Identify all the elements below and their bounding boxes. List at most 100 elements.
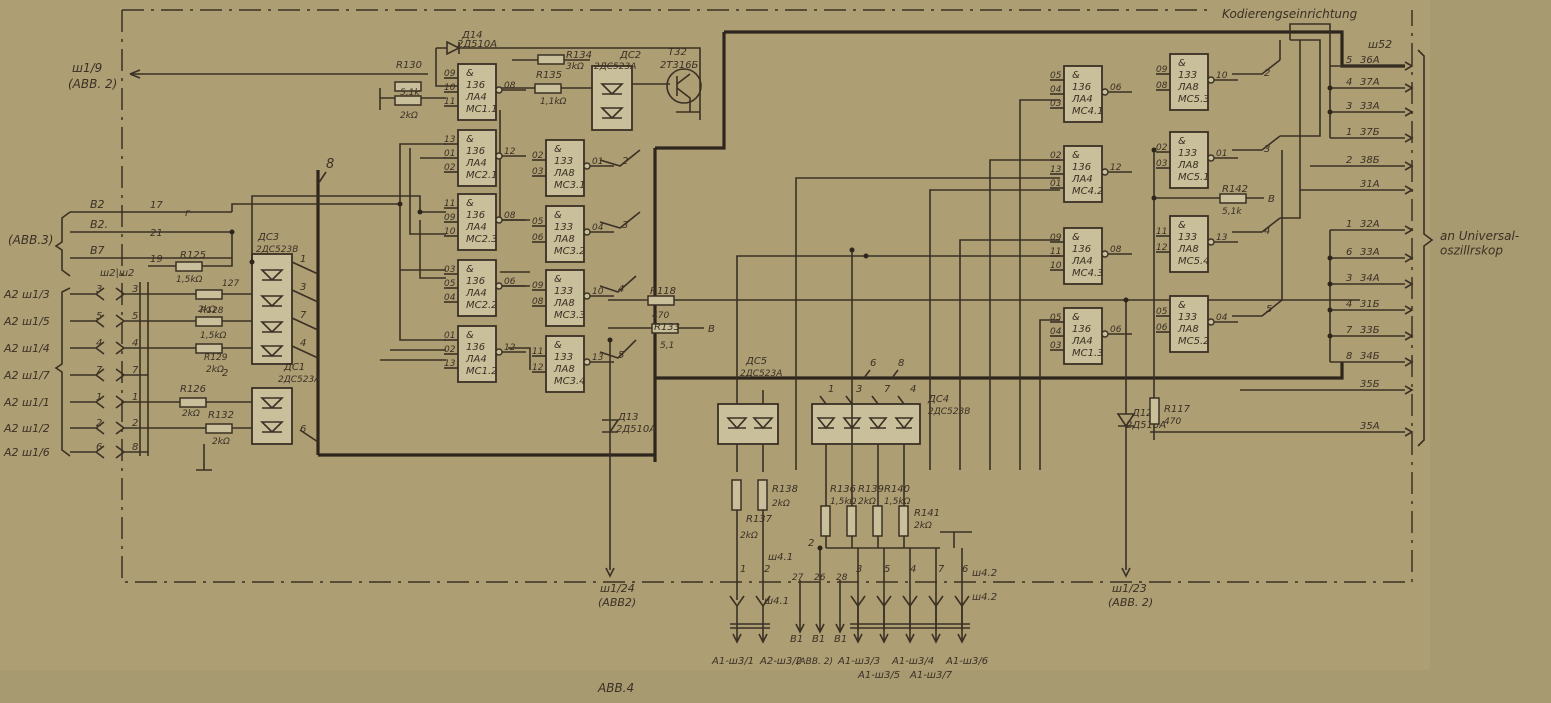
input-label-6: A2 ш1/2 (3, 422, 50, 435)
gate-text-l4: MC1.1 (466, 104, 498, 115)
gate-text-l2: 136 (1072, 162, 1091, 173)
gate-input-pin: 01 (1050, 179, 1061, 189)
dc5-label: ДС5 (745, 356, 767, 367)
d14-label: Д14 (461, 30, 483, 41)
gate-text-l1: & (466, 68, 474, 79)
gate-input-pin: 02 (444, 163, 456, 173)
gate-text-l4: MC4.1 (1072, 106, 1104, 117)
mid-pin-28: 28 (836, 573, 848, 583)
t32-label: T32 (668, 47, 687, 58)
mid-pin-27: 27 (792, 573, 804, 583)
r140-label: R140 (884, 484, 910, 495)
input-pin-right-7: 8 (132, 442, 138, 453)
gate-input-pin: 05 (532, 217, 544, 227)
input-wire-2 (70, 314, 148, 328)
gate-text-l2: 136 (466, 210, 485, 221)
gate-text-l4: MC4.2 (1072, 186, 1104, 197)
r142-label: R142 (1222, 184, 1248, 195)
right-socket-label: 32A (1360, 219, 1380, 230)
dc4-pin-6: 6 (870, 358, 876, 369)
gate-input-pin: 09 (444, 69, 456, 79)
input-pin-right-6: 2 (132, 418, 138, 429)
b-row-2-label: B2. (90, 218, 108, 231)
gate-text-l4: MC5.4 (1178, 256, 1210, 267)
gate-text-l2: 133 (554, 222, 573, 233)
w41-top: ш4.1 (768, 552, 793, 563)
gate-text-l2: 136 (466, 276, 485, 287)
t32-type: 2Т316Б (660, 60, 699, 71)
gate-input-pin: 05 (1050, 313, 1062, 323)
r140-value: 1,5kΩ (884, 497, 911, 507)
gate-text-l2: 136 (466, 146, 485, 157)
gate-input-pin: 04 (444, 293, 456, 303)
right-pin-number: 3 (1346, 273, 1352, 284)
input-wire-7 (70, 445, 148, 459)
right-bus-3: 3 (1264, 144, 1270, 155)
r133-label: R133 (654, 322, 680, 333)
connector-w52: ш52 (1368, 38, 1392, 51)
gate-text-l2: 133 (554, 352, 573, 363)
r141-label: R141 (914, 508, 940, 519)
input-label-7: A2 ш1/6 (3, 446, 50, 459)
dc3-pin-3: 3 (300, 282, 306, 293)
input-pin-left-4: 7 (96, 365, 103, 376)
gate-input-pin: 10 (444, 83, 456, 93)
input-wire-6 (70, 421, 148, 435)
gate-text-l4: MC3.1 (554, 180, 586, 191)
gate-text-l2: 133 (554, 156, 573, 167)
gate-output-pin: 12 (1110, 163, 1122, 173)
gate-text-l3: ЛА8 (1177, 324, 1199, 335)
right-pin-number: 6 (1346, 247, 1352, 258)
input-wire-1 (70, 287, 148, 301)
gate-output-pin: 12 (504, 147, 516, 157)
gate-input-pin: 03 (1050, 99, 1062, 109)
right-bus-2: 2 (1264, 68, 1270, 79)
gate-text-l4: MC1.3 (1072, 348, 1104, 359)
output-a1-w3-7: A1-ш3/7 (909, 670, 953, 681)
d12-type: 2Д510А (1126, 420, 1166, 431)
gate-input-pin: 02 (1156, 143, 1168, 153)
r128b-value: 1,5kΩ (200, 331, 227, 341)
gate-text-l3: ЛА4 (465, 288, 487, 299)
gate-text-l4: MC3.2 (554, 246, 586, 257)
connector-w1-23-ref: (ABB. 2) (1108, 596, 1153, 609)
r126-label: R126 (180, 384, 206, 395)
gate-input-pin: 09 (1050, 233, 1062, 243)
gate-output-pin: 13 (592, 353, 604, 363)
r125-label: R125 (180, 250, 206, 261)
w42-pin-5: 5 (884, 564, 890, 575)
bus-top-left (655, 32, 726, 150)
gate-input-pin: 09 (1156, 65, 1168, 75)
gate-text-l1: & (466, 264, 474, 275)
gate-input-pin: 03 (532, 167, 544, 177)
gate-text-l3: ЛА4 (465, 92, 487, 103)
dc3-pin-4: 4 (300, 338, 306, 349)
input-pin-right-1: 3 (132, 284, 138, 295)
connector-w1-24: ш1/24 (600, 582, 635, 595)
gate-input-pin: 06 (1156, 323, 1168, 333)
gate-output-pin: 10 (592, 287, 604, 297)
r117-value: 470 (1164, 417, 1181, 427)
r138-value: 2kΩ (772, 499, 790, 509)
gate-text-l1: & (554, 144, 562, 155)
gate-input-pin: 08 (532, 297, 544, 307)
gate-output-pin: 06 (504, 277, 516, 287)
input-wire-3 (70, 341, 148, 355)
input-label-3: A2 ш1/4 (3, 342, 50, 355)
bus-right-lower (655, 362, 1344, 380)
connector-w1-23: ш1/23 (1112, 582, 1147, 595)
b-row-1-tail: г (185, 208, 191, 219)
r118-label: R118 (650, 286, 676, 297)
gate-output-pin: 04 (592, 223, 604, 233)
b1-label-2: B1 (812, 634, 825, 645)
right-bus-4: 4 (1264, 226, 1270, 237)
gate-text-l1: & (554, 210, 562, 221)
figure-caption: ABB.4 (597, 681, 634, 695)
input-pin-right-3: 4 (132, 338, 138, 349)
input-pin-right-2: 5 (132, 311, 138, 322)
